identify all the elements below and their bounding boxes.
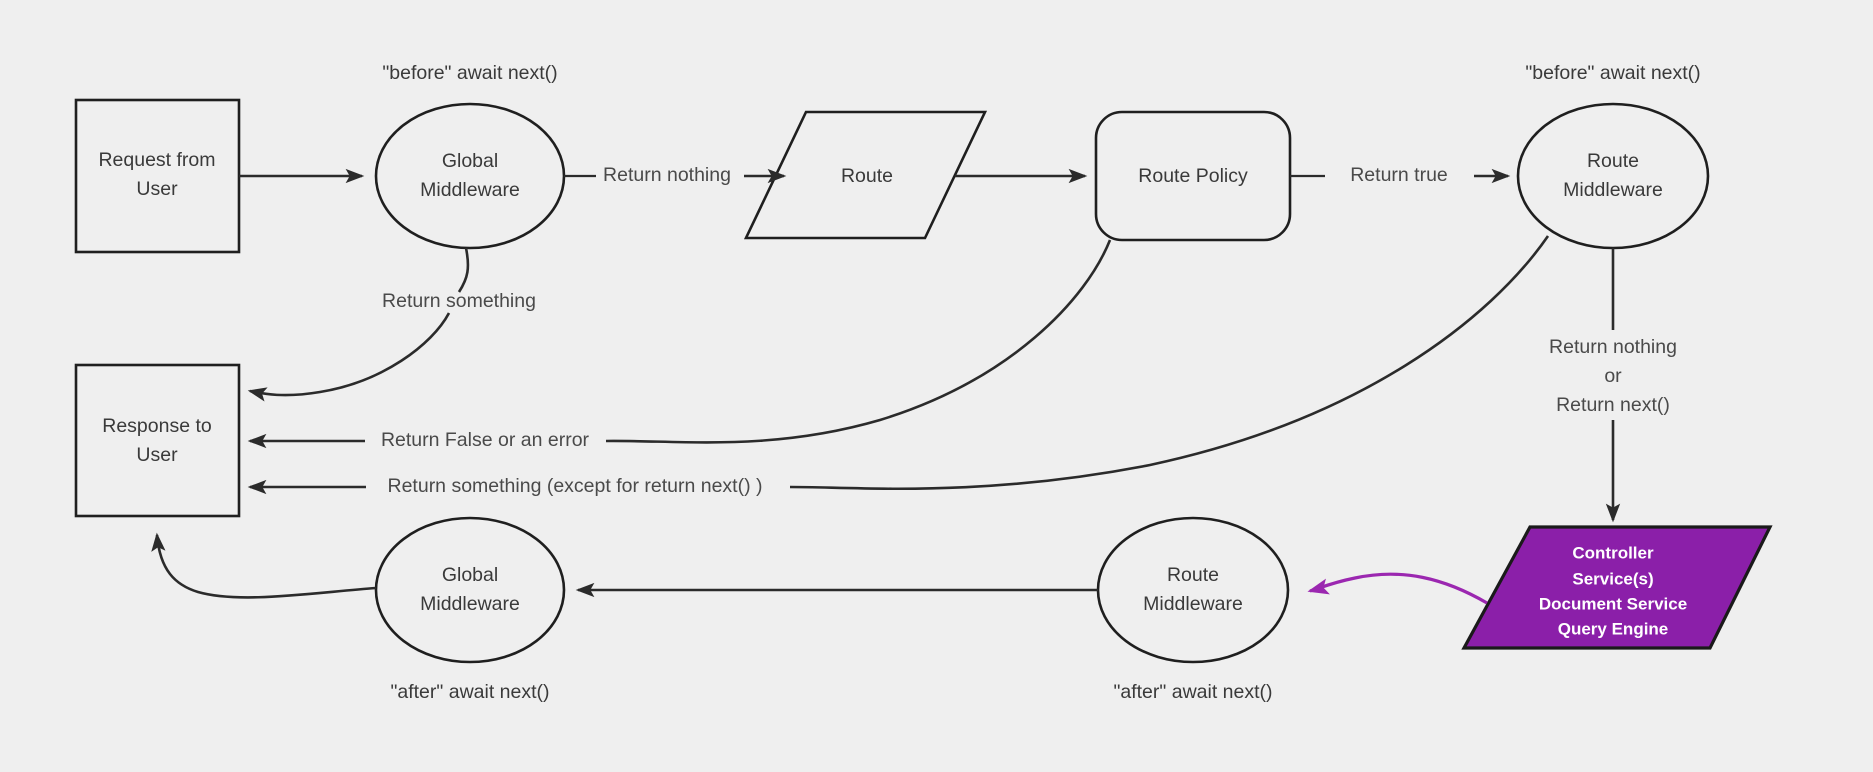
route-middleware-before-label-line2: Middleware bbox=[1563, 179, 1663, 201]
edge-label-return-nothing-or-next-line2: or bbox=[1604, 365, 1622, 387]
edge-label-return-nothing-or-next-line3: Return next() bbox=[1556, 394, 1670, 416]
edge-route-policy-to-response-curve bbox=[605, 239, 1112, 444]
edge-label-return-nothing: Return nothing bbox=[603, 164, 731, 186]
global-middleware-after-label-line2: Middleware bbox=[420, 593, 520, 615]
edge-global-middleware-to-response-curve bbox=[247, 312, 451, 402]
request-from-user-label-line1: Request from bbox=[98, 149, 215, 171]
response-to-user-shape bbox=[74, 363, 241, 518]
controller-label-line3: Document Service bbox=[1539, 594, 1687, 613]
route-middleware-before-shape bbox=[1516, 102, 1710, 250]
controller-label-line1: Controller bbox=[1572, 543, 1654, 562]
node-response-to-user[interactable]: Response to User bbox=[74, 363, 241, 518]
node-global-middleware-before[interactable]: Global Middleware bbox=[374, 102, 566, 250]
annotation-before-await-next-global: "before" await next() bbox=[382, 62, 557, 84]
response-to-user-label-line1: Response to bbox=[102, 415, 212, 437]
global-middleware-after-shape bbox=[374, 516, 566, 664]
annotation-after-await-next-route: "after" await next() bbox=[1113, 681, 1272, 703]
route-policy-label: Route Policy bbox=[1138, 165, 1248, 187]
node-route[interactable]: Route bbox=[743, 110, 988, 240]
route-label: Route bbox=[841, 165, 893, 187]
global-middleware-before-shape bbox=[374, 102, 566, 250]
annotation-before-await-next-route: "before" await next() bbox=[1525, 62, 1700, 84]
global-middleware-before-label-line1: Global bbox=[442, 150, 498, 172]
node-route-policy[interactable]: Route Policy bbox=[1094, 110, 1292, 242]
edge-controller-to-route-middleware-after bbox=[1307, 572, 1488, 605]
node-global-middleware-after[interactable]: Global Middleware bbox=[374, 516, 566, 664]
route-middleware-after-shape bbox=[1096, 516, 1290, 664]
edge-global-middleware-return-something-upper bbox=[457, 247, 470, 293]
node-route-middleware-after[interactable]: Route Middleware bbox=[1096, 516, 1290, 664]
annotation-after-await-next-global: "after" await next() bbox=[390, 681, 549, 703]
edge-label-return-false-or-error: Return False or an error bbox=[381, 429, 590, 451]
controller-label-line4: Query Engine bbox=[1558, 619, 1669, 638]
node-route-middleware-before[interactable]: Route Middleware bbox=[1516, 102, 1710, 250]
request-from-user-label-line2: User bbox=[136, 178, 178, 200]
response-to-user-label-line2: User bbox=[136, 444, 178, 466]
edge-label-return-nothing-or-next-line1: Return nothing bbox=[1549, 336, 1677, 358]
edge-label-return-something-except-next: Return something (except for return next… bbox=[388, 475, 763, 497]
global-middleware-after-label-line1: Global bbox=[442, 564, 498, 586]
node-request-from-user[interactable]: Request from User bbox=[74, 98, 241, 254]
route-shape bbox=[743, 110, 988, 240]
edge-label-return-true: Return true bbox=[1350, 164, 1448, 186]
controller-label-line2: Service(s) bbox=[1572, 569, 1653, 588]
route-middleware-before-label-line1: Route bbox=[1587, 150, 1639, 172]
global-middleware-before-label-line2: Middleware bbox=[420, 179, 520, 201]
edge-global-middleware-after-to-response bbox=[151, 532, 377, 599]
edge-label-return-something: Return something bbox=[382, 290, 536, 312]
edge-route-middleware-to-response-curve bbox=[789, 235, 1550, 491]
node-controller-services[interactable]: Controller Service(s) Document Service Q… bbox=[1461, 525, 1773, 650]
route-middleware-after-label-line2: Middleware bbox=[1143, 593, 1243, 615]
request-from-user-shape bbox=[74, 98, 241, 254]
route-middleware-after-label-line1: Route bbox=[1167, 564, 1219, 586]
controller-services-shape bbox=[1461, 525, 1773, 650]
